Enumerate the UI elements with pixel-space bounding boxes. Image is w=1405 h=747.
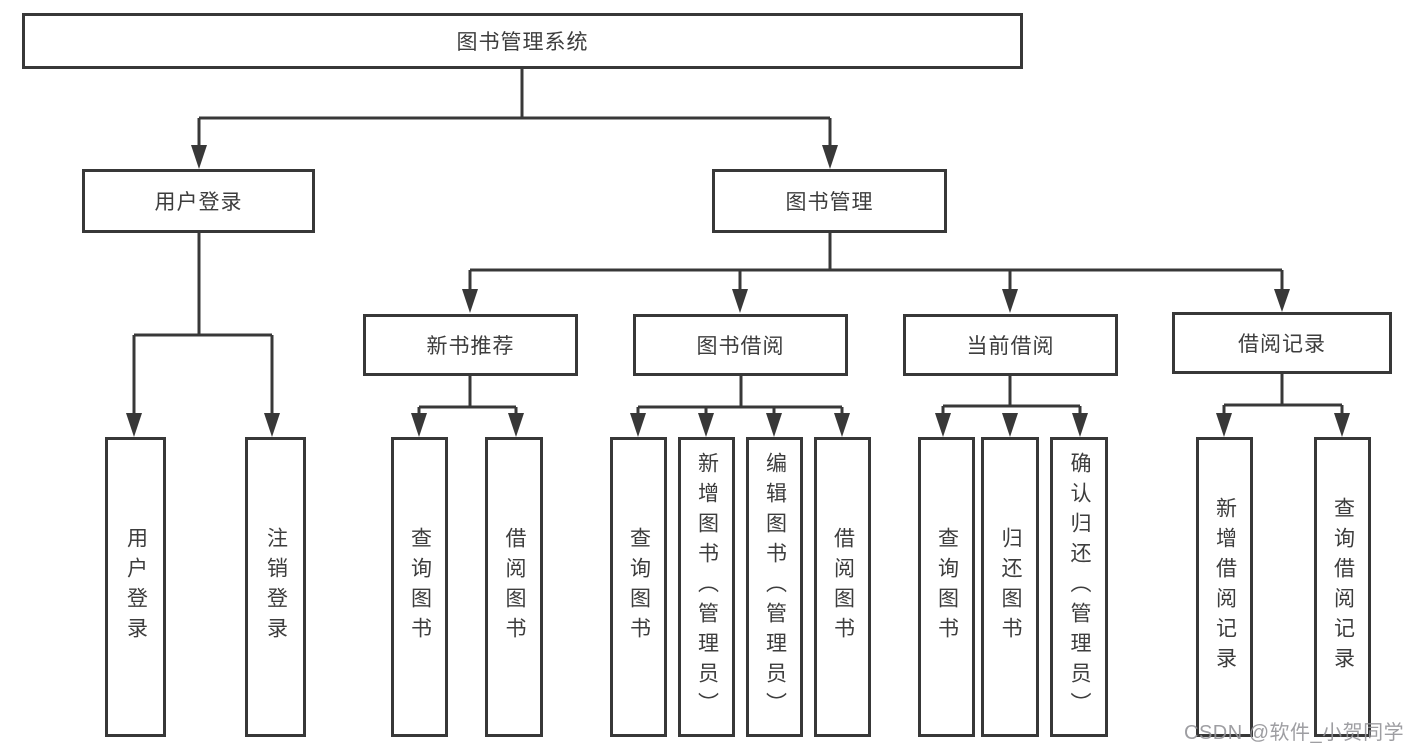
node-root-system: 图书管理系统 — [22, 13, 1023, 69]
node-borrow-record: 借阅记录 — [1172, 312, 1392, 374]
node-current-borrow: 当前借阅 — [903, 314, 1118, 376]
leaf-user-login: 用户登录 — [105, 437, 166, 737]
node-book-management-branch: 图书管理 — [712, 169, 947, 233]
leaf-query-book-3: 查询图书 — [918, 437, 975, 737]
node-book-borrow: 图书借阅 — [633, 314, 848, 376]
leaf-add-book-admin: 新增图书（管理员） — [678, 437, 735, 737]
leaf-borrow-book-2: 借阅图书 — [814, 437, 871, 737]
node-new-book-recommend: 新书推荐 — [363, 314, 578, 376]
leaf-query-book-1: 查询图书 — [391, 437, 448, 737]
csdn-watermark: CSDN @软件_小贺同学 — [1184, 722, 1405, 744]
node-user-login-branch: 用户登录 — [82, 169, 315, 233]
tree-edges — [132, 69, 1344, 418]
leaf-query-borrow-record: 查询借阅记录 — [1314, 437, 1371, 737]
leaf-query-book-2: 查询图书 — [610, 437, 667, 737]
leaf-logout: 注销登录 — [245, 437, 306, 737]
leaf-edit-book-admin: 编辑图书（管理员） — [746, 437, 803, 737]
leaf-add-borrow-record: 新增借阅记录 — [1196, 437, 1253, 737]
leaf-return-book: 归还图书 — [981, 437, 1039, 737]
leaf-confirm-return-admin: 确认归还（管理员） — [1050, 437, 1108, 737]
leaf-borrow-book-1: 借阅图书 — [485, 437, 543, 737]
arrowheads — [126, 145, 1350, 437]
